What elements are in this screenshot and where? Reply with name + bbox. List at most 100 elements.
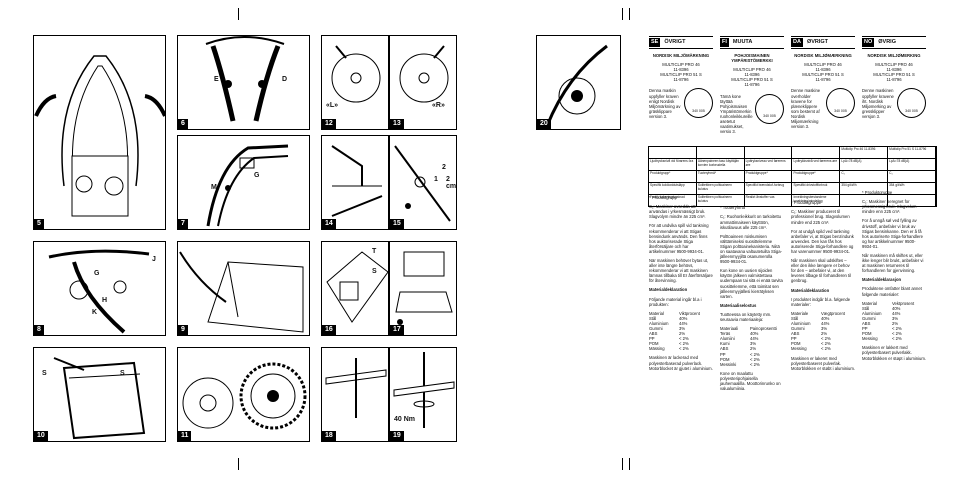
part-label: S: [120, 370, 125, 377]
ecolabel-intro: Denne maskinen oppfyller kravene iht. No…: [862, 88, 894, 119]
part-label: K: [92, 309, 98, 316]
handle-knob-drawing: [205, 36, 285, 122]
ecolabel-title: NORDISK MILJØMÆRKNING: [794, 53, 852, 58]
bag-frame-drawing: [53, 357, 146, 440]
part-label: J: [152, 256, 156, 263]
section-title: MUUTA: [732, 38, 753, 45]
nordic-swan-icon: 340 005: [896, 88, 926, 119]
language-code: DA: [791, 38, 803, 47]
blade-assembly-drawing: [393, 352, 455, 428]
model-line: MULTICLIP PRO 51 S: [731, 77, 773, 83]
material-title: Materiaaliselostus: [720, 302, 757, 308]
panel-number: 7: [178, 219, 188, 229]
part-label: 2 cm: [446, 176, 457, 190]
ecolabel-intro: Tämä kone täyttää Pohjoismaisen Ympärist…: [720, 93, 753, 135]
fuel-note: Polttoaineen roiskumisen välttämiseksi s…: [720, 233, 782, 265]
panel-number: 20: [537, 119, 551, 129]
model-line: 11-8396: [815, 67, 831, 73]
crop-mark: [629, 8, 630, 20]
language-code: NO: [862, 38, 875, 47]
ecolabel-intro: Denna maskin uppfyller kraven enligt Nor…: [649, 88, 681, 119]
panel-19: 18: [321, 347, 389, 442]
material-intro: Tuotteessa on käytetty mm. seuraavia mat…: [720, 311, 772, 322]
part-label: S: [42, 370, 47, 377]
model-line: MULTICLIP PRO 46: [733, 67, 771, 73]
ecolabel-title: POHJOISMAINEN YMPÄRISTÖMERKKI: [731, 53, 773, 64]
material-outro: Maskinen är lackerad med polyesterbasera…: [649, 355, 713, 371]
model-line: 11-8796: [886, 77, 902, 83]
panel-number: 10: [34, 431, 48, 441]
model-line: MULTICLIP PRO 46: [804, 62, 842, 68]
recycling-note: Når maskinen må skiftes ut, eller ikke l…: [862, 252, 924, 274]
panel-number: 6: [178, 119, 188, 129]
material-intro: I produktet indgår bl.a. følgende materi…: [791, 296, 851, 307]
blade-drawing: [325, 358, 387, 418]
panel-number: 11: [178, 431, 192, 441]
crop-mark: [622, 458, 623, 470]
crop-mark: [238, 8, 239, 20]
material-outro: Maskinen er lakeret med polyesterbaseret…: [791, 355, 855, 371]
handle-bar-drawing: [206, 144, 289, 227]
panel-number: 16: [322, 325, 336, 335]
section-title: ØVRIG: [878, 38, 896, 45]
model-line: 11-8796: [673, 77, 689, 83]
part-label: «L»: [326, 102, 339, 109]
fuel-note: For å unngå søl ved fylling av drivstoff…: [862, 218, 923, 249]
table-row: Produktgrupp*Tuoteryhmä*Produktgruppe*Pr…: [649, 171, 936, 183]
part-label: 2: [442, 164, 446, 171]
panel-12: «L» 12: [321, 35, 389, 130]
section-title: ÖVRIGT: [664, 38, 686, 45]
mower-deck-drawing: [326, 251, 388, 323]
footnote: * Tuoteryhmä: [720, 205, 745, 211]
handle-assembly-drawing: [48, 249, 150, 334]
fuel-note: För att undvika spill vid tankning rekom…: [649, 223, 709, 254]
illustration-page: 5 E D 6 G M 7 G J: [33, 8, 457, 470]
ecolabel-title: NORDISK MILJÖMÄRKNING: [652, 53, 710, 58]
part-label: D: [282, 76, 288, 83]
panel-11: 11: [177, 347, 310, 442]
panel-14-marker: [457, 35, 458, 36]
section-title: ØVRIGT: [806, 38, 829, 45]
panel-number: 13: [390, 119, 404, 129]
text-page: [477, 0, 954, 477]
panel-20: 40 Nm 19: [389, 347, 457, 442]
part-label: S: [372, 268, 377, 275]
c1-note: C₁: Maskiner produceret til professionel…: [791, 209, 850, 225]
model-line: 11-8396: [744, 72, 760, 78]
nordic-swan-icon: 340 005: [825, 88, 855, 119]
part-label: 1: [434, 176, 438, 183]
engine-mount-drawing: [395, 251, 453, 325]
panel-5: 5: [33, 35, 166, 230]
panel-number: 18: [322, 431, 336, 441]
model-line: 11-8796: [744, 82, 760, 88]
footnote: * Produktgruppe: [862, 190, 893, 196]
panel-16: 2 1 2 cm 15: [389, 135, 457, 230]
part-label: M: [211, 184, 217, 191]
model-line: MULTICLIP PRO 51 S: [873, 72, 915, 78]
panel-18: 17: [389, 241, 457, 336]
model-line: MULTICLIP PRO 51 S: [660, 72, 702, 78]
panel-number: 9: [178, 325, 188, 335]
material-outro: Kone on maalattu polyesteripohjaisella j…: [720, 370, 781, 392]
panel-number: 17: [390, 325, 404, 335]
cable-adjust-drawing: [331, 145, 383, 217]
panel-number: 12: [322, 119, 336, 129]
wheel-drawing: [182, 362, 307, 430]
part-label: E: [214, 76, 219, 83]
model-line: MULTICLIP PRO 51 S: [802, 72, 844, 78]
material-title: Materialdeklarasjon: [862, 277, 902, 283]
fuel-note: For at undgå spild ved tankning anbefale…: [791, 228, 854, 254]
panel-17: T S 16: [321, 241, 389, 336]
model-line: 11-8796: [815, 77, 831, 83]
nordic-swan-icon: 340 005: [754, 93, 784, 124]
model-line: 11-8396: [886, 67, 902, 73]
crop-mark: [629, 458, 630, 470]
